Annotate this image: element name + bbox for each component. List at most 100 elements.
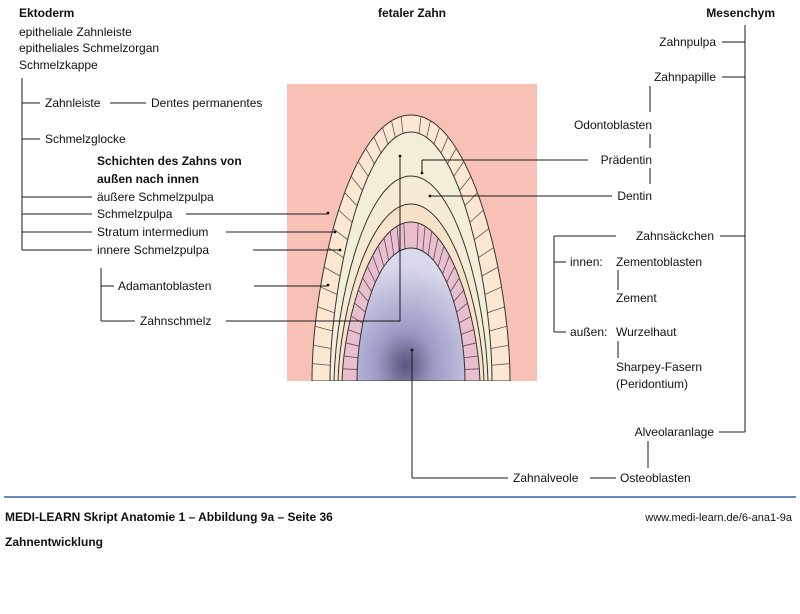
cell-division (462, 342, 477, 347)
cell-division (432, 237, 439, 261)
cell-division (365, 148, 375, 164)
cell-division (313, 344, 332, 349)
cell-division (474, 228, 490, 241)
cell-division (442, 255, 450, 275)
outer-cell-row (312, 116, 510, 366)
cell-division (342, 368, 358, 370)
cell-division (357, 161, 369, 177)
cell-division (446, 266, 455, 283)
cell-division (426, 120, 431, 138)
cell-division (484, 286, 502, 295)
label-zahnpulpa: Zahnpulpa (659, 35, 716, 49)
cell-division (350, 315, 364, 324)
cell-division (422, 226, 426, 252)
cell-division (396, 226, 400, 252)
footer-subtitle: Zahnentwicklung (5, 535, 103, 549)
cell-division (323, 266, 341, 277)
cell-division (464, 192, 478, 207)
label-zahnalveole: Zahnalveole (513, 471, 579, 485)
cell-division (491, 363, 510, 366)
cell-division (343, 355, 359, 359)
label-schmelzglocke: Schmelzglocke (45, 132, 126, 146)
cell-division (350, 176, 363, 191)
label-stratum-intermedium: Stratum intermedium (97, 225, 208, 239)
cell-division (383, 237, 390, 261)
cell-division (481, 266, 499, 277)
label-alveolaranlage: Alveolaranlage (635, 425, 715, 439)
cell-division (391, 120, 396, 138)
cell-division (320, 286, 338, 295)
cell-division (459, 176, 472, 191)
label-odontoblasten: Odontoblasten (574, 118, 652, 132)
schichten-title-line1: Schichten des Zahns von (97, 154, 242, 168)
label-innere-schmelzpulpa: innere Schmelzpulpa (97, 243, 209, 257)
mesenchym-leaders (411, 25, 746, 479)
label-aeussere-schmelzpulpa: äußere Schmelzpulpa (97, 190, 214, 204)
label-zahnsaeckchen: Zahnsäckchen (636, 229, 714, 243)
cell-division (400, 116, 404, 134)
label-schmelzkappe: Schmelzkappe (19, 58, 98, 72)
cell-division (453, 161, 465, 177)
cell-division (377, 246, 385, 267)
footer-title: MEDI-LEARN Skript Anatomie 1 – Abbildung… (5, 510, 333, 524)
cell-division (469, 209, 484, 223)
cell-division (362, 277, 372, 292)
dental-papilla (356, 247, 466, 381)
schichten-title-line2: außen nach innen (97, 172, 199, 186)
cell-division (354, 302, 366, 313)
cell-division (450, 277, 460, 292)
label-peridontium: (Peridontium) (616, 377, 688, 391)
cell-division (453, 289, 465, 302)
cell-division (328, 247, 344, 259)
label-schmelzpulpa: Schmelzpulpa (97, 207, 173, 221)
cell-division (418, 116, 422, 134)
label-sharpey-fasern: Sharpey-Fasern (616, 360, 702, 374)
footer-url[interactable]: www.medi-learn.de/6-ana1-9a (644, 512, 793, 524)
label-zementoblasten: Zementoblasten (616, 255, 702, 269)
cell-division (382, 127, 389, 145)
cell-division (489, 325, 508, 332)
header-mesenchym: Mesenchym (706, 6, 775, 20)
cell-division (332, 228, 348, 241)
cell-division (464, 368, 480, 370)
label-schmelzorgan: epitheliales Schmelzorgan (19, 41, 159, 55)
cell-division (416, 223, 419, 249)
cell-division (373, 136, 382, 154)
cell-division (458, 315, 472, 324)
cell-division (317, 306, 335, 314)
label-adamantoblasten: Adamantoblasten (118, 279, 211, 293)
cell-division (487, 306, 505, 314)
label-osteoblasten: Osteoblasten (620, 471, 691, 485)
odontoblast-cell-row (342, 223, 480, 370)
cell-division (461, 329, 475, 335)
label-aussen: außen: (570, 325, 607, 339)
cell-division (347, 329, 361, 335)
label-dentes-permanentes: Dentes permanentes (151, 96, 262, 110)
label-zahnschmelz: Zahnschmelz (140, 314, 211, 328)
cell-division (447, 148, 457, 164)
cell-division (312, 363, 331, 366)
cell-division (344, 192, 358, 207)
cell-division (463, 355, 479, 359)
label-epitheliale-zahnleiste: epitheliale Zahnleiste (19, 25, 132, 39)
cell-division (478, 247, 494, 259)
label-innen: innen: (570, 255, 603, 269)
header-ektoderm: Ektoderm (19, 6, 74, 20)
label-wurzelhaut: Wurzelhaut (616, 325, 677, 339)
cell-division (403, 223, 406, 249)
cell-division (314, 325, 333, 332)
label-zahnleiste: Zahnleiste (45, 96, 101, 110)
label-dentin: Dentin (617, 189, 652, 203)
cell-division (440, 136, 449, 154)
cell-division (433, 127, 440, 145)
cell-division (389, 231, 395, 256)
cell-division (372, 255, 380, 275)
cell-division (345, 342, 360, 347)
cell-division (456, 302, 468, 313)
cell-division (367, 266, 376, 283)
ektoderm-leaders (21, 78, 401, 322)
label-praedentin: Prädentin (601, 153, 652, 167)
header-fetaler-zahn: fetaler Zahn (378, 6, 446, 20)
